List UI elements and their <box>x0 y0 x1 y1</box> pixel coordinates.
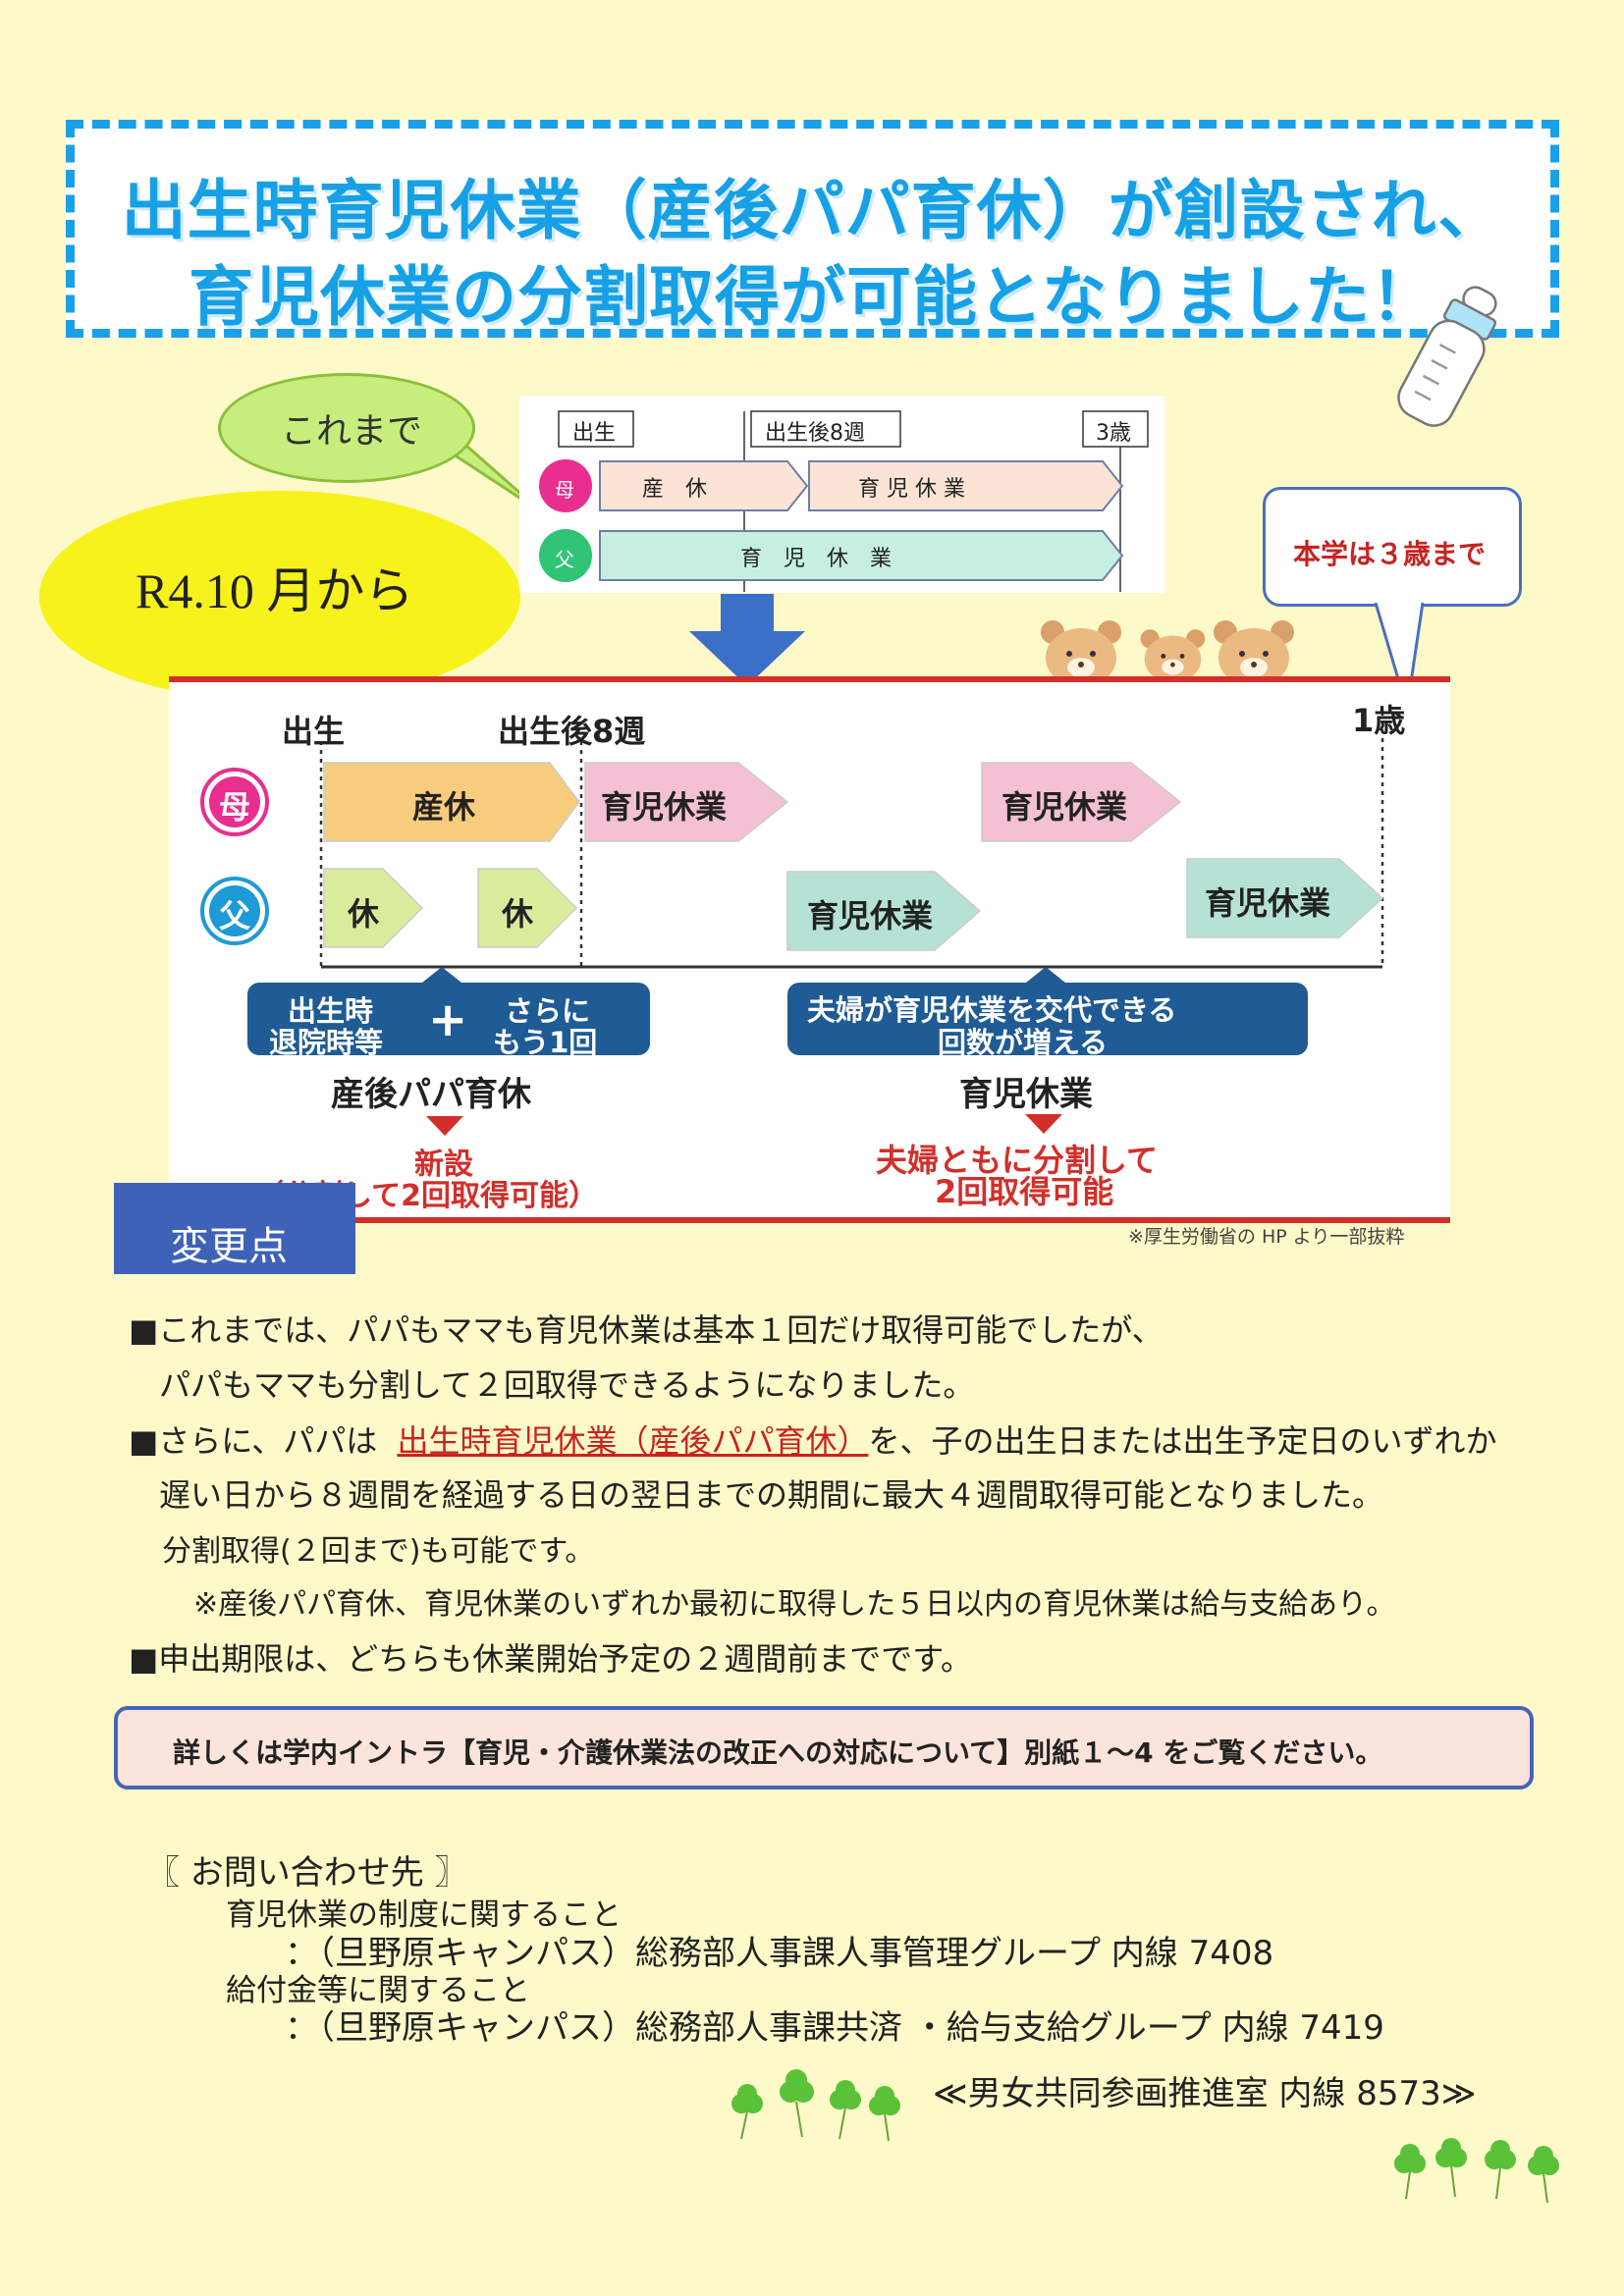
from-date-bubble <box>39 491 520 702</box>
down-arrow-icon <box>689 594 805 686</box>
clover-icon-2 <box>1394 2138 1559 2204</box>
contact-heading: 〖 お問い合わせ先 〗 <box>146 1853 468 1893</box>
changes-p2-note: ※産後パパ育休、育児休業のいずれか最初に取得した５日以内の育児休業は給与支給あり… <box>193 1587 1396 1622</box>
changes-p2-line1: ■さらに、パパは 出生時育児休業（産後パパ育休）を、子の出生日または出生予定日の… <box>129 1416 1496 1462</box>
before-father-childcare: 育 児 休 業 <box>740 547 893 571</box>
right-note-line1: 夫婦ともに分割して <box>876 1142 1159 1179</box>
right-box-line2: 回数が増える <box>938 1026 1109 1059</box>
right-caption: 育児休業 <box>959 1075 1093 1114</box>
after-father-childcare-2: 育児休業 <box>1205 884 1331 922</box>
left-note-new: 新設 <box>414 1148 473 1182</box>
after-label-1year: 1歳 <box>1352 702 1406 739</box>
intranet-notice-text: 詳しくは学内イントラ【育児・介護休業法の改正への対応について】別紙１～4 をご覧… <box>173 1736 1383 1769</box>
university-callout: 本学は３歳まで <box>1263 487 1522 607</box>
before-label-3years: 3歳 <box>1096 421 1131 446</box>
title-frame: 出生時育児休業（産後パパ育休）が創設され、 育児休業の分割取得が可能となりました… <box>66 120 1559 338</box>
bears-icon <box>1041 620 1294 685</box>
title-line-1: 出生時育児休業（産後パパ育休）が創設され、 <box>121 173 1504 248</box>
after-mother-childcare-2: 育児休業 <box>1001 788 1128 826</box>
after-father-badge: 父 <box>219 897 251 934</box>
left-box-discharge: 退院時等 <box>269 1026 384 1059</box>
before-label-8weeks: 出生後8週 <box>765 421 865 446</box>
title-line-2: 育児休業の分割取得が可能となりました！ <box>188 259 1437 335</box>
before-mother-badge: 母 <box>555 478 574 502</box>
changes-p2-prefix: ■さらに、パパは <box>129 1422 378 1460</box>
after-mother-childcare-1: 育児休業 <box>601 788 728 826</box>
university-callout-text: 本学は３歳まで <box>1293 538 1487 570</box>
baby-bottle-icon <box>1397 286 1497 427</box>
before-diagram-graphic <box>539 410 1149 592</box>
after-label-8weeks: 出生後8週 <box>498 713 646 750</box>
right-note-line2: 2回取得可能 <box>935 1173 1114 1210</box>
after-mother-badge: 母 <box>219 788 251 826</box>
after-father-childcare-1: 育児休業 <box>807 897 934 934</box>
before-label: これまで <box>281 411 423 452</box>
after-father-leave-1: 休 <box>348 895 380 933</box>
after-diagram-graphic <box>200 712 1384 1136</box>
paternity-leave-link[interactable]: 出生時育児休業（産後パパ育休） <box>397 1422 869 1460</box>
contact-footer: ≪男女共同参画推進室 内線 8573≫ <box>933 2074 1477 2113</box>
after-father-leave-2: 休 <box>502 895 534 933</box>
after-mother-leave: 産休 <box>412 788 476 826</box>
before-father-badge: 父 <box>555 548 574 571</box>
clover-icon <box>731 2069 900 2142</box>
left-box-further: さらに <box>505 994 591 1028</box>
before-diagram: 出生 出生後8週 3歳 母 父 産 休 育 児 休 業 育 児 休 業 <box>519 396 1164 593</box>
left-box-once-more: もう1回 <box>493 1026 598 1059</box>
contact-item1-detail: ：（旦野原キャンパス）総務部人事課人事管理グループ 内線 7408 <box>285 1934 1274 1973</box>
changes-p2-suffix: を、子の出生日または出生予定日のいずれか <box>868 1422 1497 1460</box>
contact-item2-detail: ：（旦野原キャンパス）総務部人事課共済 ・給与支給グループ 内線 7419 <box>285 2008 1384 2048</box>
changes-header-label: 変更点 <box>170 1224 288 1269</box>
changes-header: 変更点 <box>114 1183 355 1274</box>
contact-item2-title: 給付金等に関すること <box>226 1973 530 2008</box>
after-diagram: 出生 出生後8週 1歳 母 父 産休 育児休業 育児休業 休 休 育児休業 育児… <box>169 676 1450 1223</box>
changes-p2-line3: 分割取得(２回まで)も可能です。 <box>162 1534 595 1569</box>
from-date-label: R4.10 月から <box>135 563 414 618</box>
left-box-birth: 出生時 <box>288 994 374 1028</box>
before-mother-childcare: 育 児 休 業 <box>858 477 965 502</box>
contact-item1-title: 育児休業の制度に関すること <box>226 1897 622 1933</box>
changes-p2-line2: 遅い日から８週間を経過する日の翌日までの期間に最大４週間取得可能となりました。 <box>159 1476 1384 1514</box>
changes-p1-line1: ■これまでは、パパもママも育児休業は基本１回だけ取得可能でしたが、 <box>129 1311 1164 1349</box>
left-box-plus: + <box>428 992 468 1047</box>
intranet-notice-box: 詳しくは学内イントラ【育児・介護休業法の改正への対応について】別紙１～4 をご覧… <box>114 1706 1534 1789</box>
changes-p3: ■申出期限は、どちらも休業開始予定の２週間前までです。 <box>129 1640 973 1678</box>
left-caption: 産後パパ育休 <box>331 1075 531 1114</box>
before-label-birth: 出生 <box>572 421 617 446</box>
right-box-line1: 夫婦が育児休業を交代できる <box>807 993 1177 1027</box>
before-bubble <box>218 373 475 483</box>
after-label-birth: 出生 <box>282 713 346 750</box>
source-note: ※厚生労働省の HP より一部抜粋 <box>1128 1226 1405 1248</box>
changes-p1-line2: パパもママも分割して２回取得できるようになりました。 <box>159 1366 975 1404</box>
before-mother-leave: 産 休 <box>642 477 708 502</box>
